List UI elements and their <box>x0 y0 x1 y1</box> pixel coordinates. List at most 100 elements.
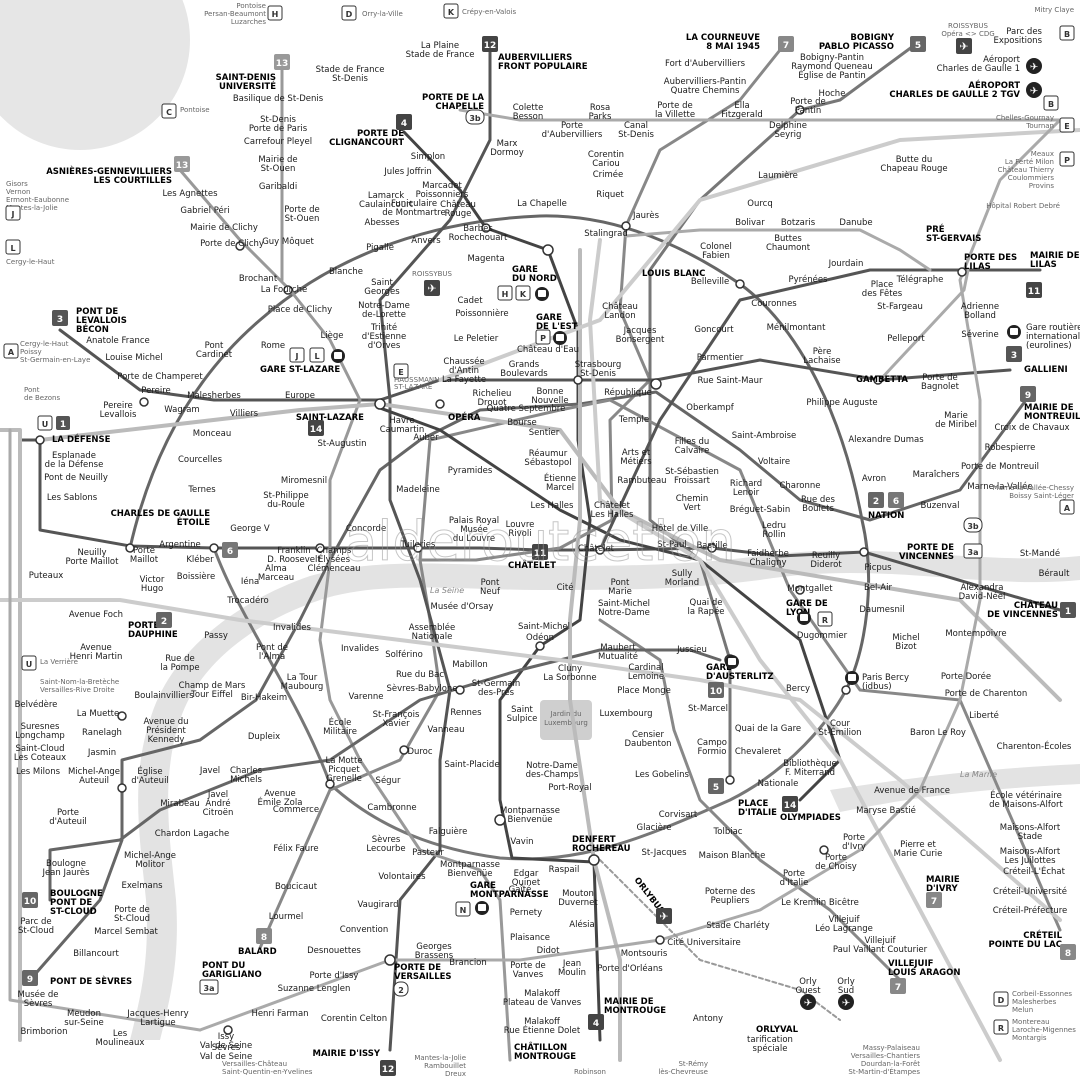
station-label[interactable]: Glacière <box>637 822 672 833</box>
station-label[interactable]: Billancourt <box>73 949 119 959</box>
station-label[interactable]: Volontaires <box>378 872 426 882</box>
station-gare-st-lazare[interactable]: GARE ST-LAZARE <box>260 365 340 375</box>
station-label[interactable]: Maraîchers <box>913 470 960 480</box>
station-label[interactable]: Saint-Ambroise <box>732 431 797 441</box>
station-label[interactable]: Dupleix <box>248 732 280 742</box>
station-label[interactable]: St-Fargeau <box>877 302 923 312</box>
station-label[interactable]: Télégraphe <box>896 274 944 285</box>
station-label[interactable]: Porte de Champeret <box>117 372 203 382</box>
station-label[interactable]: Gabriel Péri <box>180 205 229 216</box>
station-label[interactable]: Cadet <box>457 296 483 306</box>
station-label[interactable]: Plaisance <box>510 933 550 943</box>
badge-line-5[interactable]: 5 <box>910 36 926 52</box>
station-label[interactable]: Ourcq <box>747 199 772 209</box>
station-label[interactable]: Créteil-Université <box>993 886 1067 897</box>
station-label[interactable]: Wagram <box>164 405 199 415</box>
badge-line-2[interactable]: 2 <box>868 492 884 508</box>
station-label[interactable]: Laumière <box>758 170 798 181</box>
station-label[interactable]: Sentier <box>529 428 560 438</box>
badge-rer-d[interactable]: D <box>341 5 357 21</box>
station-label[interactable]: Porte d'Issy <box>310 971 359 981</box>
station-label[interactable]: Port-Royal <box>548 783 591 793</box>
station-pont-sevres[interactable]: PONT DE SÈVRES <box>50 975 132 987</box>
station-label[interactable]: Duroc <box>407 747 432 757</box>
rer-badge-n-mtp[interactable]: N <box>455 901 471 917</box>
station-label[interactable]: Solférino <box>385 649 423 660</box>
station-label[interactable]: Charenton-Écoles <box>997 740 1072 752</box>
station-label[interactable]: Falguière <box>429 826 468 837</box>
station-label[interactable]: Simplon <box>411 152 445 162</box>
station-label[interactable]: Liège <box>321 330 344 341</box>
station-label[interactable]: Saint-Placide <box>444 760 499 770</box>
rer-badge-j-gare[interactable]: J <box>289 347 305 363</box>
station-label[interactable]: Les Gobelins <box>635 770 689 780</box>
station-label[interactable]: Porte de Clichy <box>200 239 264 249</box>
badge-line-9[interactable]: 9 <box>1020 386 1036 402</box>
station-label[interactable]: Rambuteau <box>617 476 666 486</box>
rer-badge-u-defense[interactable]: U <box>37 415 53 431</box>
station-label[interactable]: Magenta <box>467 254 504 264</box>
station-label[interactable]: Musée d'Orsay <box>431 601 494 612</box>
station-label[interactable]: Marcel Sembat <box>94 927 158 937</box>
station-label[interactable]: Fort d'Aubervilliers <box>665 59 746 69</box>
station-label[interactable]: Stalingrad <box>584 229 628 239</box>
badge-rer-k[interactable]: K <box>443 3 459 19</box>
station-label[interactable]: Passy <box>204 631 228 641</box>
station-label[interactable]: Bastille <box>696 541 727 551</box>
rer-badge-e-haussmann[interactable]: E <box>393 363 409 379</box>
badge-rer-d2[interactable]: D <box>993 991 1009 1007</box>
station-label[interactable]: Ternes <box>187 485 216 495</box>
station-label[interactable]: Porte Dorée <box>941 671 991 682</box>
station-label[interactable]: Alexandre Dumas <box>848 435 924 445</box>
badge-rer-l[interactable]: L <box>5 239 21 255</box>
station-label[interactable]: Jasmin <box>87 748 116 758</box>
station-label[interactable]: Baron Le Roy <box>910 728 966 738</box>
station-label[interactable]: Mairie de Clichy <box>190 223 258 233</box>
station-label[interactable]: Sèvres-Babylone <box>386 683 457 694</box>
station-label[interactable]: Maison Blanche <box>699 851 766 861</box>
badge-line-12[interactable]: 12 <box>482 36 498 52</box>
station-label[interactable]: Danube <box>839 218 872 228</box>
station-label[interactable]: Vaugirard <box>358 900 399 910</box>
station-label[interactable]: Pernety <box>510 908 542 918</box>
station-label[interactable]: Kléber <box>186 554 214 565</box>
